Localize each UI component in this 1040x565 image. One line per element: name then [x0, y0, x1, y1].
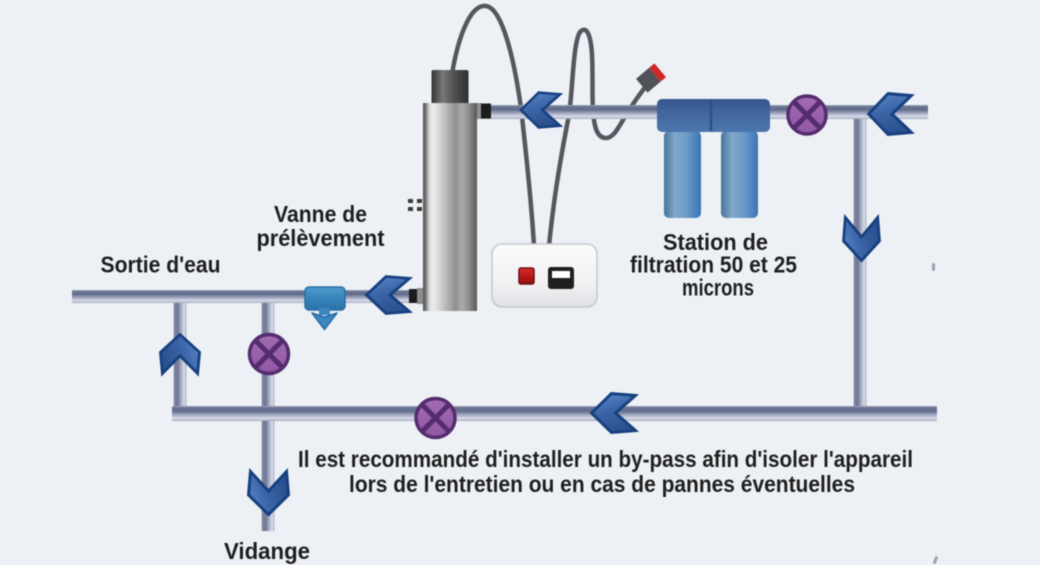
- svg-text:Il est recommandé d'installer: Il est recommandé d'installer un by-pass…: [298, 446, 913, 472]
- svg-text:Vanne de: Vanne de: [274, 201, 367, 227]
- svg-text:Sortie d'eau: Sortie d'eau: [101, 252, 221, 278]
- svg-text:filtration 50 et 25: filtration 50 et 25: [630, 252, 797, 278]
- svg-text:prélèvement: prélèvement: [257, 225, 385, 251]
- svg-text:Vidange: Vidange: [224, 538, 310, 564]
- svg-text:lors de l'entretien ou en cas: lors de l'entretien ou en cas de pannes …: [349, 471, 855, 497]
- svg-text:Station de: Station de: [663, 229, 768, 255]
- svg-text:microns: microns: [682, 275, 754, 301]
